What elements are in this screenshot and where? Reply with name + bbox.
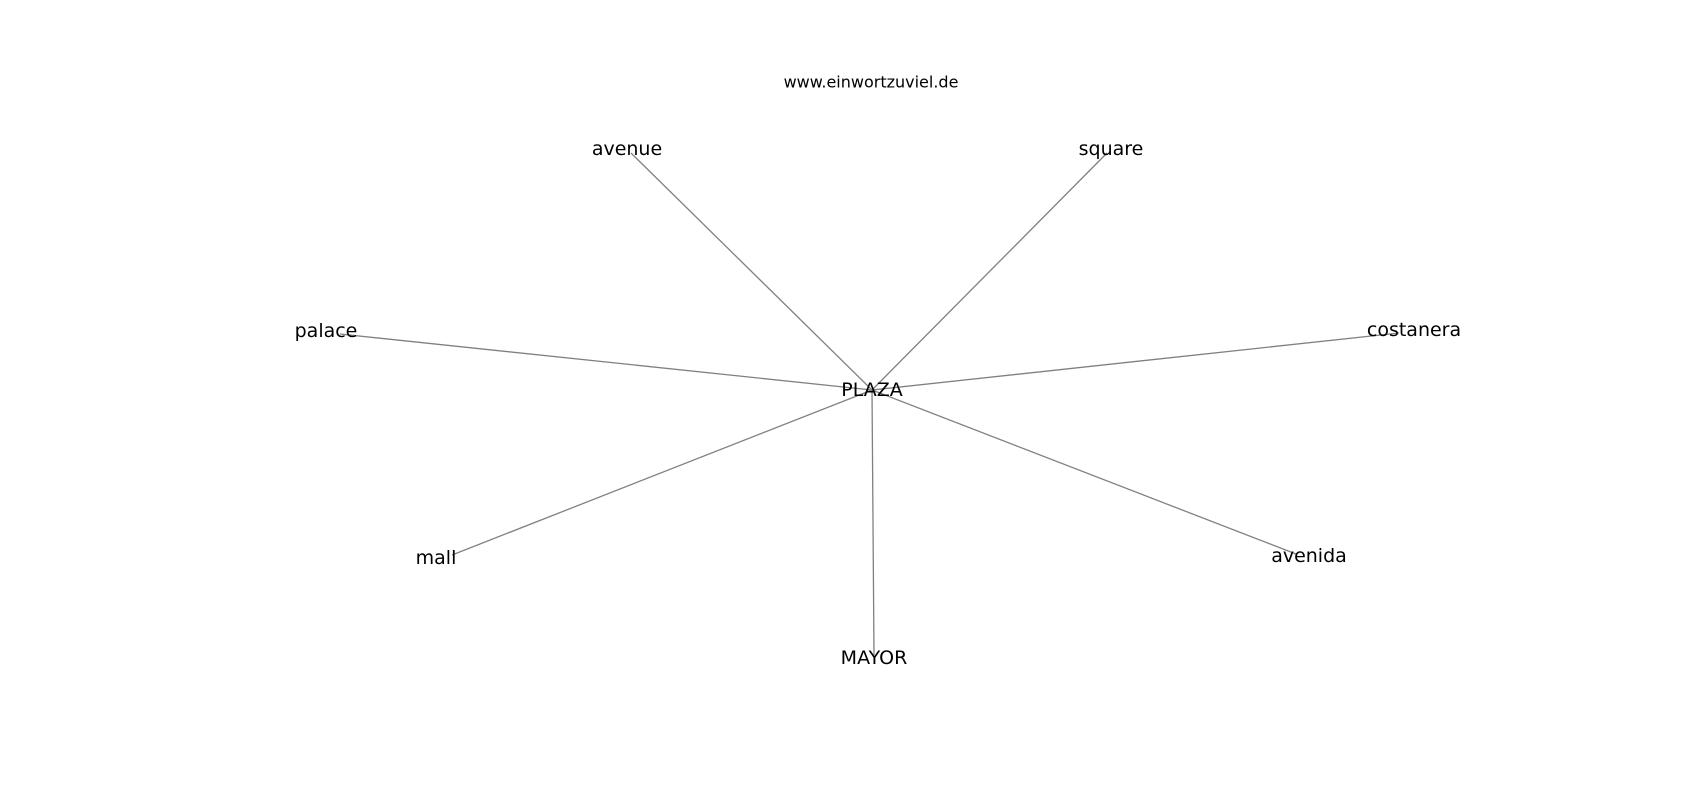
- edge-center-costanera: [871, 332, 1400, 391]
- node-avenida: avenida: [1271, 545, 1347, 567]
- node-palace: palace: [295, 320, 358, 342]
- edge-center-avenida: [871, 389, 1297, 555]
- node-mall: mall: [416, 547, 457, 569]
- node-avenue: avenue: [592, 138, 662, 160]
- source-label: www.einwortzuviel.de: [784, 73, 959, 92]
- edge-center-mayor: [871, 389, 875, 656]
- node-costanera: costanera: [1367, 319, 1461, 341]
- node-square: square: [1079, 138, 1144, 160]
- node-center: PLAZA: [841, 379, 903, 401]
- nodes-layer: PLAZA avenue square palace costanera mal…: [295, 138, 1462, 669]
- edge-center-avenue: [630, 152, 873, 391]
- edge-center-square: [871, 152, 1108, 391]
- edge-center-palace: [339, 333, 873, 391]
- edges-layer: [339, 152, 1400, 656]
- edge-center-mall: [451, 389, 873, 556]
- node-mayor: MAYOR: [841, 647, 908, 669]
